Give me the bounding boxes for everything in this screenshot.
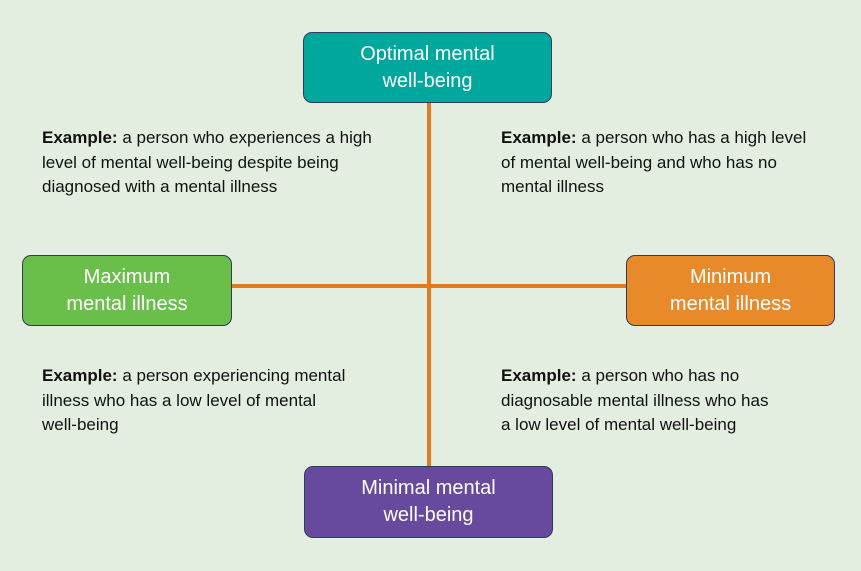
horizontal-axis-line (230, 284, 628, 288)
node-label-line: mental illness (66, 292, 188, 315)
example-bottom-left: Example: a person experiencing mental il… (42, 364, 402, 438)
example-label: Example: (501, 128, 577, 147)
node-label-line: Minimal mental (361, 477, 496, 499)
example-label: Example: (501, 366, 577, 385)
example-text: mental illness (501, 177, 604, 196)
example-text: a person who experiences a high (117, 128, 372, 147)
example-text: diagnosed with a mental illness (42, 177, 278, 196)
example-text: a person who has a high level (576, 128, 807, 147)
example-text: a person who has no (576, 366, 740, 385)
example-text: of mental well-being and who has no (501, 152, 777, 172)
minimal-mental-wellbeing-node: Minimal mental well-being (304, 466, 553, 538)
example-top-left: Example: a person who experiences a high… (42, 126, 417, 200)
maximum-mental-illness-node: Maximum mental illness (22, 255, 232, 326)
example-text: illness who has a low level of mental (42, 390, 317, 410)
minimum-mental-illness-node: Minimum mental illness (626, 255, 835, 326)
optimal-mental-wellbeing-node: Optimal mental well-being (303, 32, 552, 103)
node-label-line: well-being (383, 504, 474, 526)
example-label: Example: (42, 366, 118, 385)
node-label-line: mental illness (669, 292, 792, 315)
example-label: Example: (42, 128, 118, 147)
node-label-line: Minimum (689, 265, 772, 288)
example-top-right: Example: a person who has a high level o… (501, 126, 851, 200)
example-text: a person experiencing mental (117, 366, 346, 385)
example-text: a low level of mental well-being (501, 415, 737, 434)
example-text: level of mental well-being despite being (42, 152, 339, 172)
node-label-line: Optimal mental (360, 42, 495, 65)
example-bottom-right: Example: a person who has no diagnosable… (501, 364, 831, 438)
example-text: diagnosable mental illness who has (501, 390, 769, 410)
node-label-line: well-being (382, 69, 473, 92)
example-text: well-being (42, 415, 119, 434)
node-label-line: Maximum (83, 265, 171, 288)
